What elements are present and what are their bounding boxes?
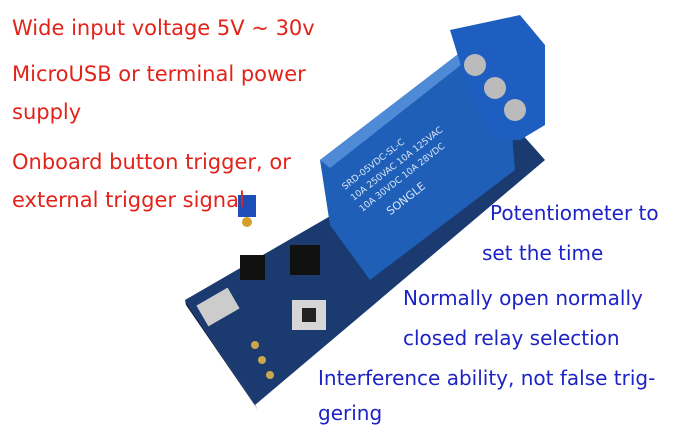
annotation-interference: Interference ability, not false trig-	[318, 366, 656, 390]
feature-trigger: external trigger signal	[12, 188, 245, 212]
terminal-screw	[484, 77, 506, 99]
potentiometer-knob	[242, 217, 252, 227]
annotation-potentiometer: set the time	[482, 241, 604, 265]
terminal-screw	[504, 99, 526, 121]
feature-voltage: Wide input voltage 5V ~ 30v	[12, 16, 315, 40]
annotation-relay: Normally open normally	[403, 286, 643, 310]
feature-trigger: Onboard button trigger, or	[12, 150, 291, 174]
potentiometer	[238, 195, 256, 217]
feature-power: supply	[12, 100, 82, 124]
annotation-interference: gering	[318, 401, 383, 425]
terminal-screw	[464, 54, 486, 76]
relay-body	[320, 45, 515, 280]
chip-u1	[290, 245, 320, 275]
chip-u2	[240, 255, 265, 280]
annotation-relay: closed relay selection	[403, 326, 620, 350]
annotation-potentiometer: Potentiometer to	[490, 201, 659, 225]
micro-usb-port	[196, 287, 240, 327]
feature-power: MicroUSB or terminal power	[12, 62, 306, 86]
